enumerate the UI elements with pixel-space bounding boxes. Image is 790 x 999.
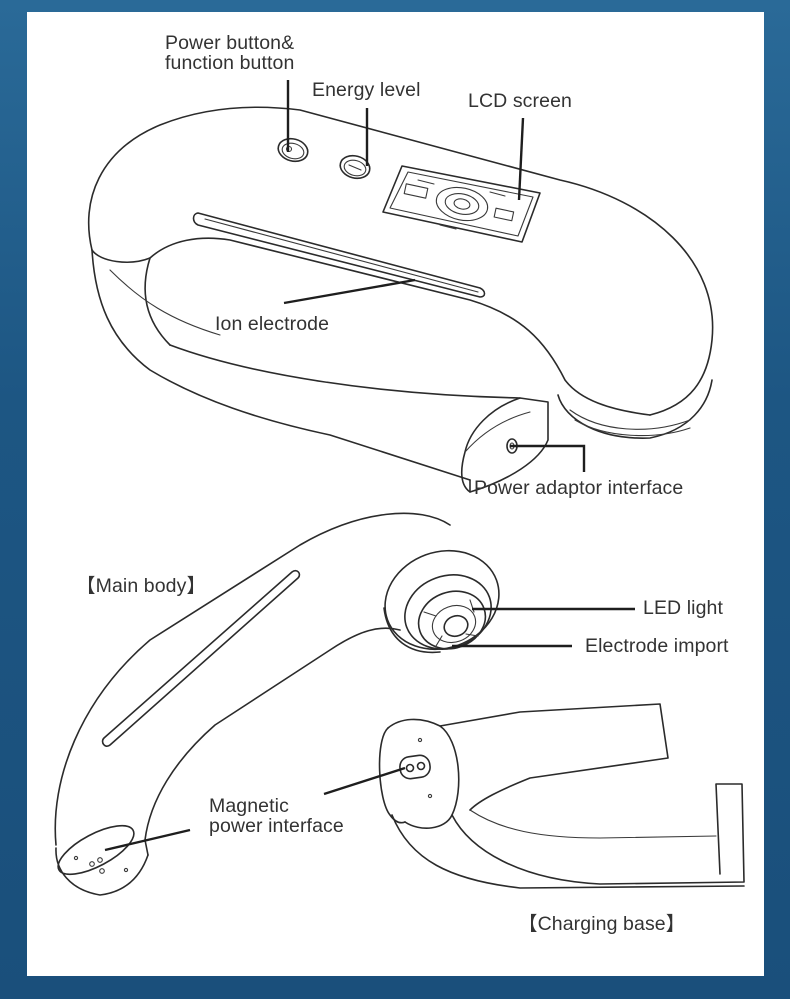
- power-button-label-line2: function button: [165, 52, 295, 74]
- lcd-screen-label: LCD screen: [468, 90, 572, 112]
- lcd-screen-icon: [382, 165, 541, 243]
- energy-level-button-icon: [339, 154, 371, 180]
- power-button-icon: [277, 137, 309, 163]
- main-body-label: 【Main body】: [76, 575, 207, 597]
- power-adaptor-interface-label: Power adaptor interface: [474, 477, 684, 499]
- ion-electrode-label: Ion electrode: [215, 313, 330, 335]
- main-body-drawing: [54, 512, 500, 896]
- charging-base-drawing: [378, 703, 745, 889]
- magnetic-label-line1: Magnetic: [209, 795, 289, 817]
- energy-level-label: Energy level: [312, 79, 421, 101]
- top-device-drawing: [87, 106, 714, 493]
- electrode-import-label: Electrode import: [585, 635, 729, 657]
- magnetic-contact-icon: [399, 754, 431, 780]
- leader-lines: [104, 80, 635, 852]
- power-button-label-line1: Power button&: [165, 32, 295, 54]
- led-light-label: LED light: [643, 597, 724, 619]
- charging-base-label: 【Charging base】: [518, 913, 686, 935]
- magnetic-label-line2: power interface: [209, 815, 344, 837]
